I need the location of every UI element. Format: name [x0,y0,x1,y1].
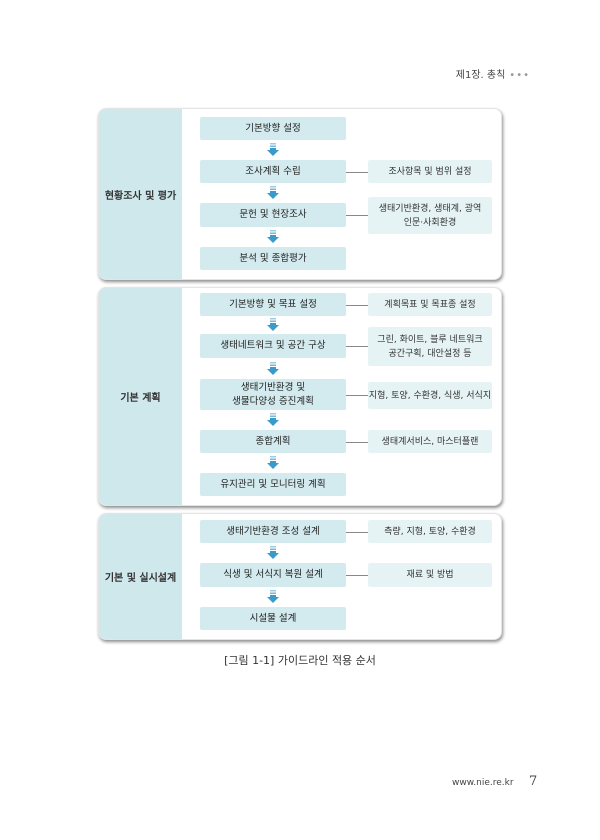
figure-caption: [그림 1-1] 가이드라인 적용 순서 [224,654,376,667]
down-arrow-icon [267,413,279,426]
step-label: 생태네트워크 및 공간 구상 [220,340,326,351]
phase-label: 기본 및 실시설계 [99,514,182,639]
chapter-title: 제1장. 총칙 [455,70,506,81]
detail-label: 조사항목 및 범위 설정 [388,166,472,177]
step-box: 시설물 설계 [200,607,346,630]
step-box: 조사계획 수립 [200,160,346,183]
step-box: 생태기반환경 조성 설계 [200,520,346,543]
running-header: 제1장. 총칙••• [456,66,530,81]
phase-label: 기본 계획 [99,288,182,505]
step-box: 기본방향 및 목표 설정 [200,293,346,316]
step-label: 유지관리 및 모니터링 계획 [220,478,326,490]
detail-box: 측량, 지형, 토양, 수환경 [368,520,492,543]
step-label: 시설물 설계 [249,612,297,624]
step-label: 생태기반환경 및 생물다양성 증진계획 [232,381,314,407]
detail-box: 지형, 토양, 수환경, 식생, 서식지 [368,382,492,409]
down-arrow-icon [267,456,279,469]
step-label: 분석 및 종합평가 [239,252,307,264]
down-arrow-icon [267,590,279,603]
detail-label: 지형, 토양, 수환경, 식생, 서식지 [368,390,492,401]
step-label: 조사계획 수립 [245,165,301,177]
step-box: 식생 및 서식지 복원 설계 [200,563,346,587]
detail-box: 생태기반환경, 생태계, 광역 인문·사회환경 [368,197,492,234]
connector-line [346,346,368,347]
footer-url: www.nie.re.kr [452,778,514,788]
detail-label: 생태계서비스, 마스터플랜 [381,436,479,447]
detail-label: 그린, 화이트, 블루 네트워크 공간구획, 대안설정 등 [377,334,483,359]
step-label: 기본방향 설정 [245,122,301,134]
step-box: 문헌 및 현장조사 [200,203,346,227]
detail-label: 계획목표 및 목표종 설정 [384,299,476,310]
step-label: 문헌 및 현장조사 [239,209,307,220]
down-arrow-icon [267,230,279,243]
detail-box: 재료 및 방법 [368,563,492,587]
down-arrow-icon [267,318,279,331]
step-label: 생태기반환경 조성 설계 [226,525,320,537]
step-box: 생태네트워크 및 공간 구상 [200,334,346,358]
down-arrow-icon [267,186,279,199]
connector-line [346,442,368,443]
step-label: 기본방향 및 목표 설정 [229,298,317,310]
detail-box: 조사항목 및 범위 설정 [368,160,492,183]
connector-line [346,395,368,396]
down-arrow-icon [267,143,279,156]
connector-line [346,172,368,173]
step-label: 식생 및 서식지 복원 설계 [223,569,323,580]
step-box: 유지관리 및 모니터링 계획 [200,473,346,496]
connector-line [346,305,368,306]
step-box: 종합계획 [200,430,346,453]
step-box: 기본방향 설정 [200,117,346,140]
detail-label: 측량, 지형, 토양, 수환경 [384,526,476,537]
header-dots: ••• [509,70,530,81]
connector-line [346,575,368,576]
down-arrow-icon [267,362,279,375]
detail-label: 재료 및 방법 [406,570,454,580]
connector-line [346,215,368,216]
phase-label: 현황조사 및 평가 [99,109,182,279]
page-number: 7 [529,774,538,789]
step-label: 종합계획 [255,435,291,447]
step-box: 생태기반환경 및 생물다양성 증진계획 [200,379,346,410]
detail-box: 그린, 화이트, 블루 네트워크 공간구획, 대안설정 등 [368,327,492,366]
connector-line [346,532,368,533]
down-arrow-icon [267,546,279,559]
detail-box: 생태계서비스, 마스터플랜 [368,430,492,453]
step-box: 분석 및 종합평가 [200,247,346,270]
detail-box: 계획목표 및 목표종 설정 [368,293,492,316]
detail-label: 생태기반환경, 생태계, 광역 인문·사회환경 [378,203,482,228]
